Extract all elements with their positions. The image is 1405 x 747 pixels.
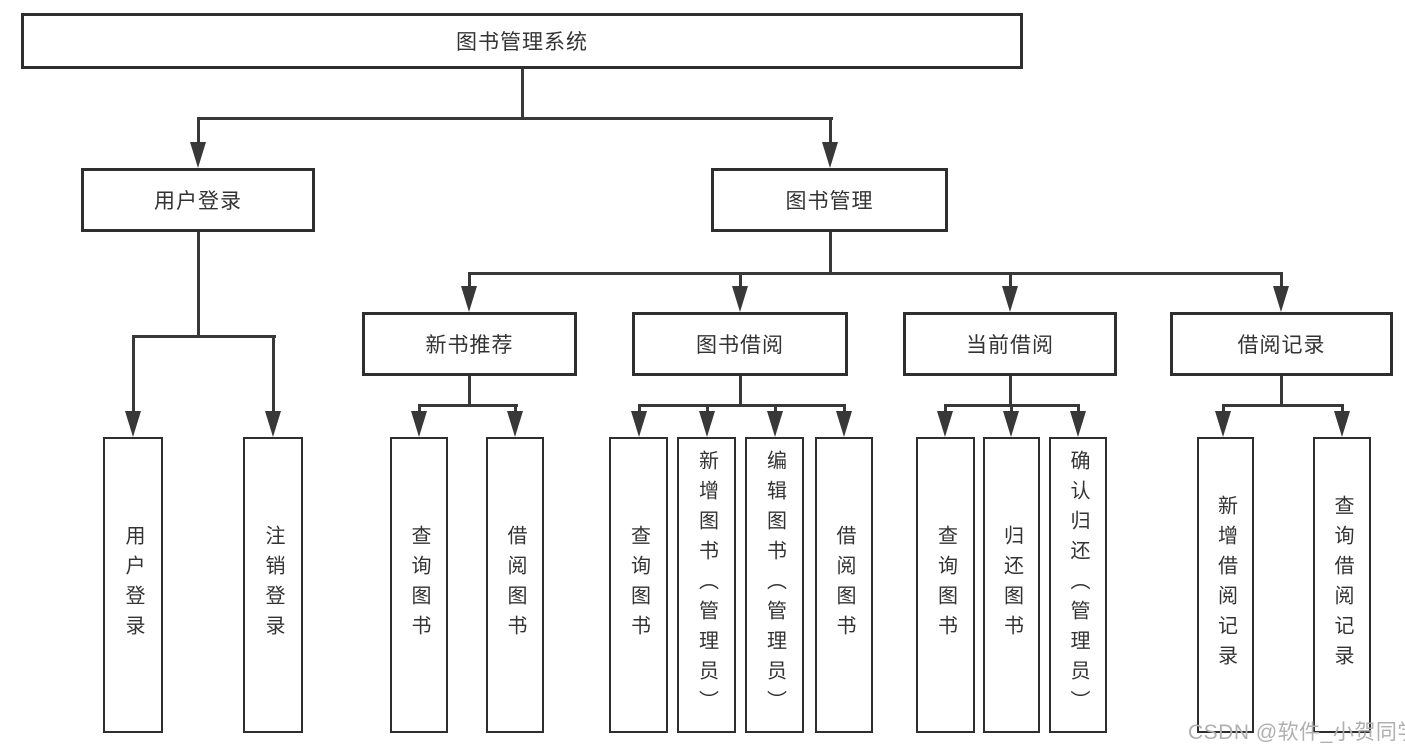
connector-bar bbox=[1222, 404, 1344, 407]
leaf-current-return: 归还图书 bbox=[983, 437, 1040, 733]
node-label: 查询图书 bbox=[408, 525, 430, 645]
connector-arrow-shaft bbox=[774, 404, 777, 416]
node-label: 图书借阅 bbox=[696, 334, 784, 357]
connector-arrow-shaft bbox=[739, 272, 742, 289]
arrowhead-icon bbox=[125, 411, 141, 437]
arrowhead-icon bbox=[1215, 411, 1231, 437]
connector-arrow-shaft bbox=[1010, 404, 1013, 416]
connector-arrow-shaft bbox=[829, 117, 832, 145]
node-label: 图书管理系统 bbox=[456, 31, 588, 54]
node-label: 查询借阅记录 bbox=[1331, 495, 1353, 675]
node-borrow-records: 借阅记录 bbox=[1170, 312, 1393, 376]
connector-arrow-shaft bbox=[1222, 404, 1225, 416]
leaf-newbooks-borrow: 借阅图书 bbox=[486, 437, 544, 733]
leaf-borrow-borrow: 借阅图书 bbox=[815, 437, 873, 733]
node-label: 用户登录 bbox=[122, 525, 144, 645]
connector-root-stem bbox=[521, 69, 524, 119]
connector-stem bbox=[468, 376, 471, 407]
connector-stem bbox=[739, 376, 742, 407]
connector-arrow-shaft bbox=[1077, 404, 1080, 416]
leaf-user-login: 用户登录 bbox=[103, 437, 163, 733]
node-label: 新增图书（管理员） bbox=[695, 450, 718, 720]
node-label: 归还图书 bbox=[1000, 525, 1023, 645]
node-label: 用户登录 bbox=[154, 190, 242, 213]
connector-arrow-shaft bbox=[843, 404, 846, 416]
connector-book-mgmt-bar bbox=[468, 272, 1282, 275]
leaf-current-confirm-admin: 确认归还（管理员） bbox=[1049, 437, 1107, 733]
node-new-book-recommend: 新书推荐 bbox=[362, 312, 577, 376]
arrowhead-icon bbox=[631, 411, 647, 437]
leaf-borrow-add-admin: 新增图书（管理员） bbox=[677, 437, 736, 733]
node-label: 借阅记录 bbox=[1237, 334, 1326, 357]
node-label: 当前借阅 bbox=[966, 334, 1054, 357]
node-label: 查询图书 bbox=[934, 525, 957, 645]
connector-arrow-shaft bbox=[1341, 404, 1344, 416]
arrowhead-icon bbox=[1070, 411, 1086, 437]
node-label: 借阅图书 bbox=[504, 525, 526, 645]
node-book-management: 图书管理 bbox=[711, 168, 948, 232]
connector-root-bar bbox=[197, 117, 833, 120]
leaf-borrow-edit-admin: 编辑图书（管理员） bbox=[745, 437, 804, 733]
leaf-logout: 注销登录 bbox=[243, 437, 303, 733]
arrowhead-icon bbox=[190, 142, 206, 168]
connector-arrow-shaft bbox=[706, 404, 709, 416]
node-book-borrow: 图书借阅 bbox=[632, 312, 848, 376]
node-label: 确认归还（管理员） bbox=[1067, 450, 1089, 720]
arrowhead-icon bbox=[1002, 286, 1018, 312]
arrowhead-icon bbox=[1273, 286, 1289, 312]
node-label: 新书推荐 bbox=[425, 334, 514, 357]
leaf-current-query: 查询图书 bbox=[916, 437, 975, 733]
node-current-borrow: 当前借阅 bbox=[903, 312, 1117, 376]
node-label: 编辑图书（管理员） bbox=[763, 450, 786, 720]
connector-bar bbox=[418, 404, 518, 407]
leaf-borrow-query: 查询图书 bbox=[609, 437, 668, 733]
arrowhead-icon bbox=[836, 411, 852, 437]
connector-arrow-shaft bbox=[638, 404, 641, 416]
leaf-records-query: 查询借阅记录 bbox=[1313, 437, 1371, 733]
leaf-newbooks-query: 查询图书 bbox=[390, 437, 448, 733]
connector-arrow-shaft bbox=[468, 272, 471, 289]
arrowhead-icon bbox=[507, 411, 523, 437]
connector-book-mgmt-stem bbox=[829, 232, 832, 275]
arrowhead-icon bbox=[461, 286, 477, 312]
csdn-watermark: CSDN @软件_小贺同学 bbox=[1188, 721, 1405, 744]
connector-stem bbox=[1009, 376, 1012, 407]
connector-arrow-shaft bbox=[418, 404, 421, 416]
arrowhead-icon bbox=[732, 286, 748, 312]
leaf-records-add: 新增借阅记录 bbox=[1197, 437, 1254, 733]
connector-stem bbox=[1280, 376, 1283, 407]
connector-arrow-shaft bbox=[132, 335, 135, 415]
node-label: 图书管理 bbox=[785, 190, 874, 213]
node-label: 注销登录 bbox=[262, 525, 284, 645]
connector-arrow-shaft bbox=[514, 404, 517, 416]
arrowhead-icon bbox=[1003, 411, 1019, 437]
connector-arrow-shaft bbox=[944, 404, 947, 416]
connector-arrow-shaft bbox=[197, 117, 200, 145]
arrowhead-icon bbox=[937, 411, 953, 437]
connector-arrow-shaft bbox=[1280, 272, 1283, 289]
arrowhead-icon bbox=[699, 411, 715, 437]
arrowhead-icon bbox=[767, 411, 783, 437]
node-label: 查询图书 bbox=[627, 525, 650, 645]
node-user-login: 用户登录 bbox=[81, 168, 315, 232]
arrowhead-icon bbox=[822, 142, 838, 168]
connector-arrow-shaft bbox=[272, 335, 275, 415]
node-label: 借阅图书 bbox=[833, 525, 855, 645]
connector-bar bbox=[638, 404, 846, 407]
connector-user-login-bar bbox=[132, 335, 276, 338]
node-root-library-system: 图书管理系统 bbox=[21, 13, 1023, 69]
arrowhead-icon bbox=[411, 411, 427, 437]
connector-user-login-stem bbox=[197, 232, 200, 337]
arrowhead-icon bbox=[265, 411, 281, 437]
arrowhead-icon bbox=[1334, 411, 1350, 437]
node-label: 新增借阅记录 bbox=[1214, 495, 1237, 675]
connector-arrow-shaft bbox=[1009, 272, 1012, 289]
